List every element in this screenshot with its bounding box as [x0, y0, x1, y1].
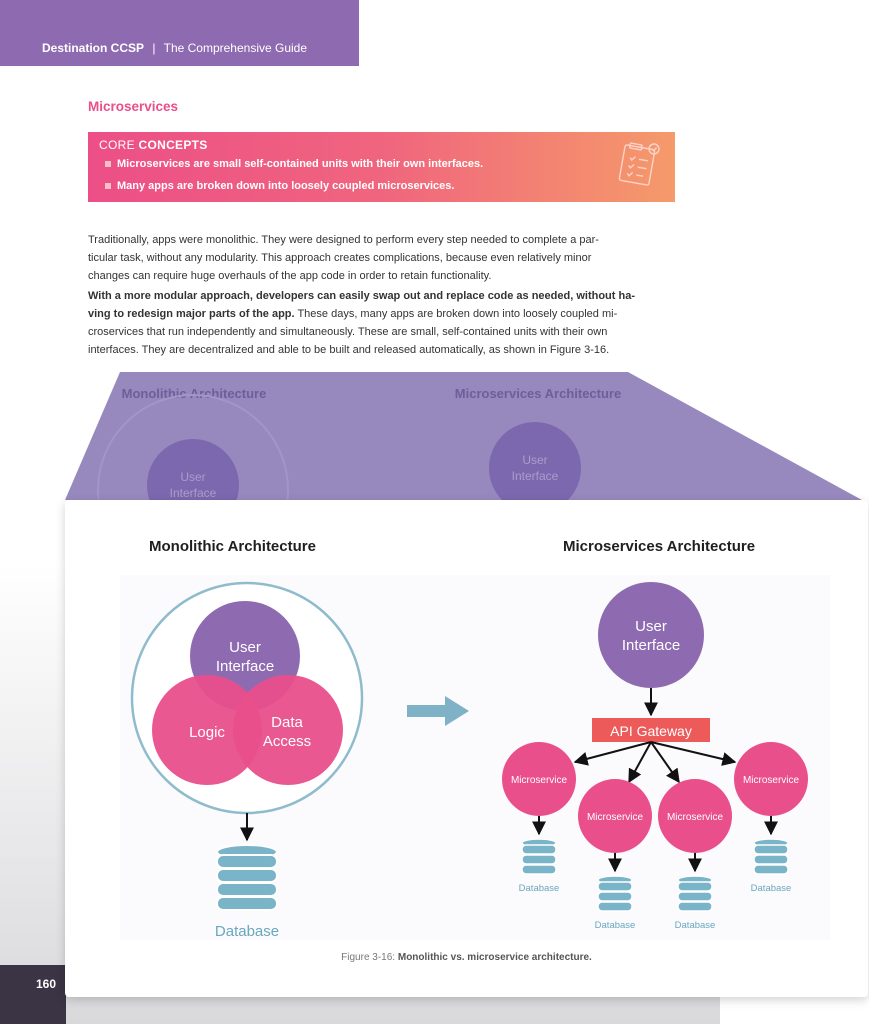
figure-card: Monolithic Architecture Microservices Ar…	[65, 500, 868, 997]
microservice-label: Microservice	[743, 775, 800, 786]
ms-ui-line2: Interface	[622, 637, 680, 654]
microservice-node	[658, 779, 732, 853]
header-subtitle: The Comprehensive Guide	[163, 41, 308, 55]
microservice-node	[578, 779, 652, 853]
microservice-node	[734, 742, 808, 816]
bullet-icon	[105, 183, 111, 190]
ms-ui-line1: User	[635, 618, 667, 635]
database-label: Database	[675, 920, 716, 931]
header-brand: Destination CCSP	[42, 41, 145, 55]
core-concept-item: Microservices are small self-contained u…	[105, 158, 483, 170]
checklist-clipboard-icon	[618, 142, 660, 186]
faded-ui2-line2: Interface	[512, 469, 559, 483]
page-corner	[0, 965, 66, 1024]
zoom-overlay: Monolithic Architecture Microservices Ar…	[65, 372, 862, 510]
ui-label-line1: User	[229, 639, 261, 656]
database-icon	[597, 875, 633, 912]
database-icon	[753, 838, 789, 875]
database-label: Database	[519, 883, 560, 894]
microservice-label: Microservice	[667, 812, 724, 823]
paragraph-2: With a more modular approach, developers…	[88, 290, 635, 356]
section-title: Microservices	[88, 99, 179, 114]
core-concepts-box: CORE CONCEPTS Microservices are small se…	[88, 132, 675, 202]
data-access-circle	[233, 675, 343, 785]
ms-user-interface-circle	[598, 582, 704, 688]
core-concepts-heading: CORE CONCEPTS	[99, 138, 208, 152]
bullet-icon	[105, 161, 111, 168]
page-number: 160	[36, 977, 57, 991]
faded-ui2-line1: User	[522, 453, 547, 467]
microservice-node	[502, 742, 576, 816]
monolithic-title: Monolithic Architecture	[149, 538, 316, 555]
transition-arrow-icon	[407, 696, 469, 726]
logic-label: Logic	[189, 724, 225, 741]
microservice-label: Microservice	[587, 812, 644, 823]
faded-ui-line1: User	[180, 470, 205, 484]
architecture-diagram: User Interface Logic Data Access Databas…	[120, 575, 830, 940]
header-separator: |	[152, 41, 156, 55]
database-icon	[216, 844, 278, 911]
database-icon	[677, 875, 713, 912]
logic-circle	[152, 675, 262, 785]
faded-microservices-title: Microservices Architecture	[455, 386, 621, 401]
api-gateway-box	[592, 718, 710, 742]
core-concept-item: Many apps are broken down into loosely c…	[105, 180, 454, 192]
microservice-label: Microservice	[511, 775, 568, 786]
faded-ui-line2: Interface	[170, 486, 217, 500]
ui-label-line2: Interface	[216, 658, 274, 675]
database-icon	[521, 838, 557, 875]
data-access-line2: Access	[263, 733, 311, 750]
data-access-line1: Data	[271, 714, 303, 731]
database-label: Database	[215, 923, 279, 940]
faded-monolithic-title: Monolithic Architecture	[122, 386, 267, 401]
microservices-title: Microservices Architecture	[563, 538, 756, 555]
paragraph-1: Traditionally, apps were monolithic. The…	[88, 234, 599, 282]
figure-caption: Figure 3-16: Monolithic vs. microservice…	[341, 952, 592, 963]
database-label: Database	[595, 920, 636, 931]
database-label: Database	[751, 883, 792, 894]
running-header: Destination CCSP | The Comprehensive Gui…	[0, 0, 359, 66]
api-gateway-label: API Gateway	[610, 723, 692, 739]
